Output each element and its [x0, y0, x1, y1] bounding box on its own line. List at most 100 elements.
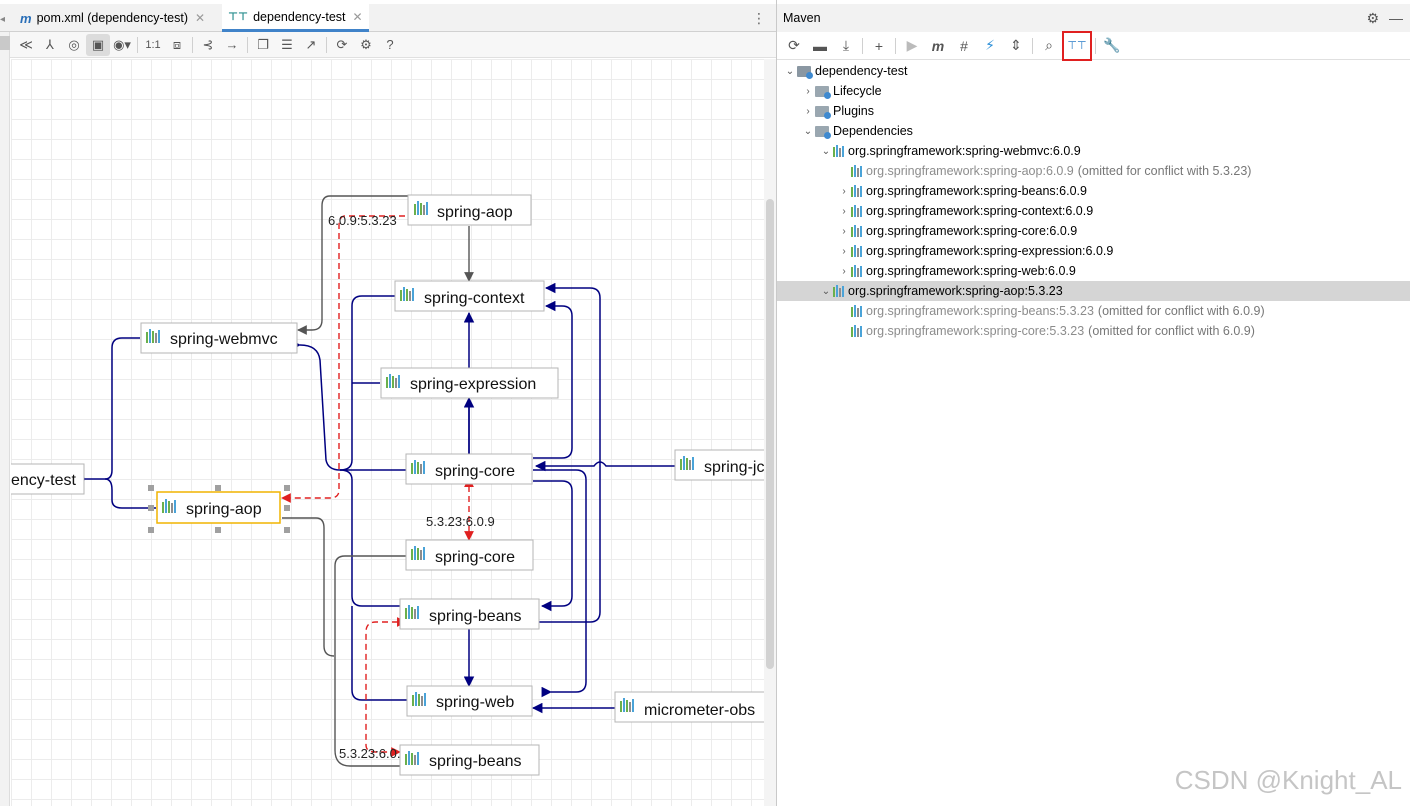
- chevron-down-icon[interactable]: ⌄: [821, 285, 831, 297]
- gray-edges: [282, 195, 474, 767]
- align-icon[interactable]: ☰: [281, 36, 293, 52]
- tab-scroll-left-icon[interactable]: ◂: [0, 14, 6, 25]
- export-icon[interactable]: ↗: [305, 36, 317, 52]
- reload-icon[interactable]: ⟳: [788, 37, 800, 53]
- run-icon[interactable]: ▶: [906, 37, 918, 53]
- download-icon[interactable]: ⤓: [842, 37, 850, 53]
- tree-label: org.springframework:spring-beans:6.0.9: [866, 184, 1087, 198]
- lightning-icon[interactable]: ⚡: [985, 37, 995, 53]
- tree-root[interactable]: ⌄ dependency-test: [777, 61, 1410, 81]
- node-spring-web[interactable]: spring-web: [406, 685, 533, 717]
- node-label: spring-beans: [429, 608, 522, 625]
- node-spring-aop-top[interactable]: spring-aop: [407, 194, 532, 226]
- maven-panel: Maven ⚙ — ⟳ ▬ ⤓ + ▶ m # ⚡ ⇕ ⌕ ⊤⊤ 🔧 ⌄ dep…: [776, 0, 1410, 806]
- node-label: spring-expression: [410, 376, 536, 393]
- collapse-all-icon[interactable]: ⇕: [1010, 37, 1022, 53]
- node-spring-context[interactable]: spring-context: [394, 280, 545, 312]
- add-icon[interactable]: +: [874, 37, 884, 54]
- tree-dep-webmvc-web[interactable]: › org.springframework:spring-web:6.0.9: [777, 261, 1410, 281]
- tree-dep-webmvc[interactable]: ⌄ org.springframework:spring-webmvc:6.0.…: [777, 141, 1410, 161]
- project-icon: [797, 65, 813, 79]
- node-micrometer[interactable]: micrometer-obs: [614, 691, 764, 723]
- analyze-icon[interactable]: ⌕: [1045, 37, 1053, 53]
- refresh-icon[interactable]: ⟳: [336, 36, 348, 52]
- node-spring-aop-selected[interactable]: spring-aop: [148, 485, 290, 533]
- watermark: CSDN @Knight_AL: [1174, 765, 1402, 795]
- chevron-down-icon[interactable]: ⌄: [785, 65, 795, 77]
- more-vertical-icon[interactable]: ⋮: [752, 10, 766, 26]
- layout-tree-icon[interactable]: ⅄: [46, 36, 54, 52]
- gear-icon[interactable]: ⚙: [1366, 10, 1379, 26]
- add-folder-icon[interactable]: ▬: [813, 37, 827, 54]
- dependency-graph[interactable]: 6.0.9:5.3.23 5.3.23:6.0.9 5.3.23:6.0.9 s…: [11, 59, 764, 806]
- toggle-offline-icon[interactable]: #: [960, 37, 968, 54]
- node-spring-expression[interactable]: spring-expression: [380, 367, 559, 399]
- tree-dep-webmvc-core[interactable]: › org.springframework:spring-core:6.0.9: [777, 221, 1410, 241]
- node-spring-beans-2[interactable]: spring-beans: [399, 744, 540, 776]
- chevron-right-icon[interactable]: ›: [842, 265, 846, 277]
- tree-dep-webmvc-context[interactable]: › org.springframework:spring-context:6.0…: [777, 201, 1410, 221]
- node-spring-core-2[interactable]: spring-core: [405, 539, 534, 571]
- node-spring-core-1[interactable]: spring-core: [405, 453, 533, 485]
- chevron-right-icon[interactable]: ›: [806, 85, 810, 97]
- tree-label: org.springframework:spring-webmvc:6.0.9: [848, 144, 1081, 158]
- library-icon: [833, 145, 844, 157]
- tree-dep-aop[interactable]: ⌄ org.springframework:spring-aop:5.3.23: [777, 281, 1410, 301]
- node-label: spring-core: [435, 463, 515, 480]
- diagram-canvas[interactable]: 6.0.9:5.3.23 5.3.23:6.0.9 5.3.23:6.0.9 s…: [11, 59, 764, 806]
- node-spring-webmvc[interactable]: spring-webmvc: [140, 322, 298, 354]
- maven-tree: ⌄ dependency-test › Lifecycle › Plugins …: [777, 61, 1410, 341]
- share-icon[interactable]: ⊰: [202, 36, 214, 52]
- fit-window-icon[interactable]: ⧈: [172, 36, 182, 52]
- tree-label: org.springframework:spring-aop:6.0.9: [866, 164, 1074, 178]
- folder-gear-icon: [815, 85, 831, 99]
- close-icon[interactable]: ✕: [352, 9, 363, 24]
- tab-dependency-diagram[interactable]: ⊤⊤ dependency-test ✕: [222, 4, 369, 32]
- tree-dependencies[interactable]: ⌄ Dependencies: [777, 121, 1410, 141]
- eye-icon[interactable]: ◉▾: [113, 36, 131, 52]
- tree-dep-webmvc-aop[interactable]: org.springframework:spring-aop:6.0.9 (om…: [777, 161, 1410, 181]
- tree-dep-webmvc-expression[interactable]: › org.springframework:spring-expression:…: [777, 241, 1410, 261]
- chevron-right-icon[interactable]: ›: [842, 245, 846, 257]
- chevron-right-icon[interactable]: ›: [806, 105, 810, 117]
- conflict-note: (omitted for conflict with 6.0.9): [1097, 304, 1265, 318]
- chevron-right-icon[interactable]: ›: [842, 205, 846, 217]
- selection-handles[interactable]: [148, 485, 290, 533]
- tree-dep-aop-core[interactable]: org.springframework:spring-core:5.3.23 (…: [777, 321, 1410, 341]
- edge-label-aop-conflict: 6.0.9:5.3.23: [328, 213, 397, 228]
- tree-dep-webmvc-beans[interactable]: › org.springframework:spring-beans:6.0.9: [777, 181, 1410, 201]
- chevron-down-icon[interactable]: ⌄: [821, 145, 831, 157]
- copy-icon[interactable]: ❐: [257, 36, 269, 52]
- tab-pom-xml[interactable]: m pom.xml (dependency-test) ✕: [14, 4, 211, 32]
- tree-plugins[interactable]: › Plugins: [777, 101, 1410, 121]
- scroll-thumb[interactable]: [766, 199, 774, 669]
- node-spring-jcl[interactable]: spring-jc: [674, 449, 764, 481]
- show-diagram-icon[interactable]: ⊤⊤: [1062, 30, 1092, 61]
- actual-size-icon[interactable]: 1:1: [145, 38, 161, 51]
- conflict-edges: [281, 215, 474, 757]
- conflict-note: (omitted for conflict with 5.3.23): [1077, 164, 1252, 178]
- chevron-right-icon[interactable]: ›: [842, 225, 846, 237]
- zoom-target-icon[interactable]: ◎: [68, 36, 80, 52]
- arrow-right-icon[interactable]: →: [225, 37, 239, 52]
- vertical-scrollbar[interactable]: [764, 59, 776, 806]
- library-icon: [851, 165, 862, 177]
- diagram-icon: ⊤⊤: [228, 11, 249, 23]
- maven-goal-icon[interactable]: m: [931, 37, 945, 54]
- collapse-icon[interactable]: ≪: [19, 36, 33, 52]
- tree-dep-aop-beans[interactable]: org.springframework:spring-beans:5.3.23 …: [777, 301, 1410, 321]
- node-spring-beans-1[interactable]: spring-beans: [399, 598, 540, 630]
- node-dependency-test[interactable]: ency-test: [11, 463, 85, 495]
- help-icon[interactable]: ?: [386, 37, 394, 52]
- node-label: spring-aop: [437, 204, 513, 221]
- minimize-icon[interactable]: —: [1389, 10, 1403, 26]
- chevron-down-icon[interactable]: ⌄: [803, 125, 813, 137]
- close-icon[interactable]: ✕: [195, 11, 206, 25]
- chevron-right-icon[interactable]: ›: [842, 185, 846, 197]
- tree-lifecycle[interactable]: › Lifecycle: [777, 81, 1410, 101]
- node-label: ency-test: [11, 472, 76, 489]
- gear-icon[interactable]: ⚙: [360, 36, 372, 52]
- fit-content-icon[interactable]: ▣: [86, 33, 110, 56]
- wrench-icon[interactable]: 🔧: [1103, 37, 1121, 53]
- library-icon: [851, 225, 862, 237]
